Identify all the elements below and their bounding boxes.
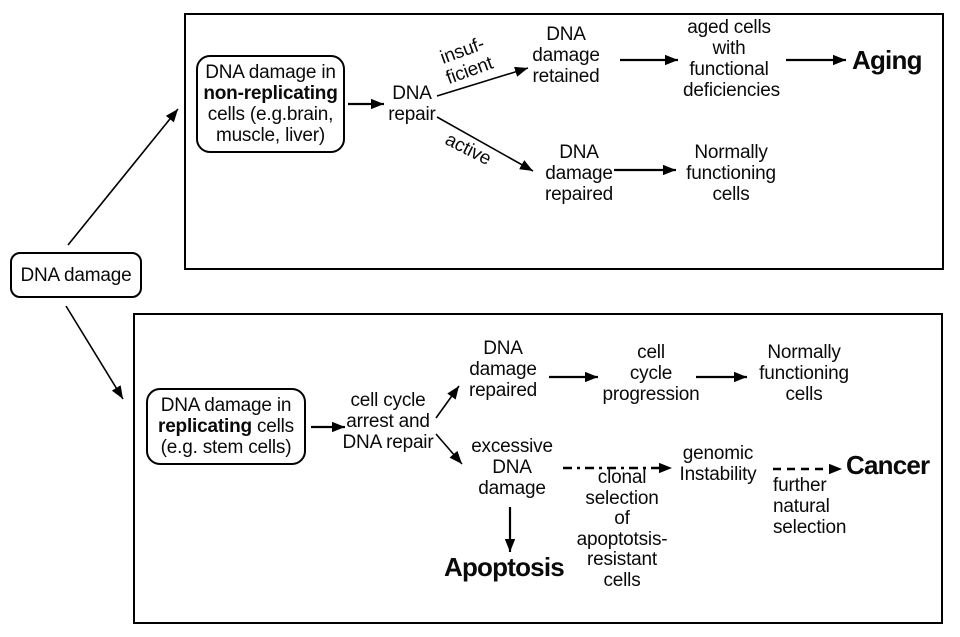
nonreplicating-line4: muscle, liver) [215,125,326,146]
cancer-pathway-panel [133,313,943,624]
node-aged-cells: aged cells with functional deficiencies [683,17,780,101]
node-normal-cells-bottom: Normally functioning cells [759,342,849,405]
nonreplicating-line1: DNA damage in [205,62,336,83]
node-replicating-cells: DNA damage in replicating cells (e.g. st… [146,388,306,465]
replicating-bold: replicating [158,416,252,437]
node-genomic-instability: genomic Instability [679,443,757,485]
node-dna-repair: DNA repair [388,83,436,125]
node-normal-cells-top: Normally functioning cells [686,142,776,205]
replicating-line2: replicating cells [158,416,294,437]
nonreplicating-line3: cells (e.g.brain, [207,104,334,125]
arrow-root-to-top-panel [67,108,179,246]
node-dna-damage-label: DNA damage [20,264,132,286]
outcome-apoptosis: Apoptosis [444,552,565,582]
label-further-selection: further natural selection [773,475,847,538]
node-damage-repaired-bottom: DNA damage repaired [468,338,538,401]
arrow-insufficient [436,66,529,97]
replicating-rest: cells [251,416,294,437]
replicating-line3: (e.g. stem cells) [160,437,292,458]
node-dna-damage: DNA damage [10,252,142,298]
replicating-line1: DNA damage in [160,395,292,416]
nonreplicating-line2: non-replicating [203,83,338,104]
arrow-arrest-to-excessive [435,433,463,465]
arrow-arrest-to-repaired [435,385,460,419]
node-cell-cycle-arrest: cell cycle arrest and DNA repair [342,390,434,453]
node-damage-repaired-top: DNA damage repaired [544,142,614,205]
outcome-cancer: Cancer [846,450,930,480]
outcome-aging: Aging [852,45,922,75]
arrow-root-to-bottom-panel [65,305,124,400]
label-clonal-selection: clonal selection of apoptotsis- resistan… [576,467,668,591]
node-damage-retained: DNA damage retained [532,24,600,87]
node-excessive-damage: excessive DNA damage [471,436,553,499]
node-nonreplicating-cells: DNA damage in non-replicating cells (e.g… [196,55,345,153]
arrow-active [436,116,534,172]
node-cycle-progression: cell cycle progression [602,342,700,405]
aging-pathway-panel [184,13,944,270]
